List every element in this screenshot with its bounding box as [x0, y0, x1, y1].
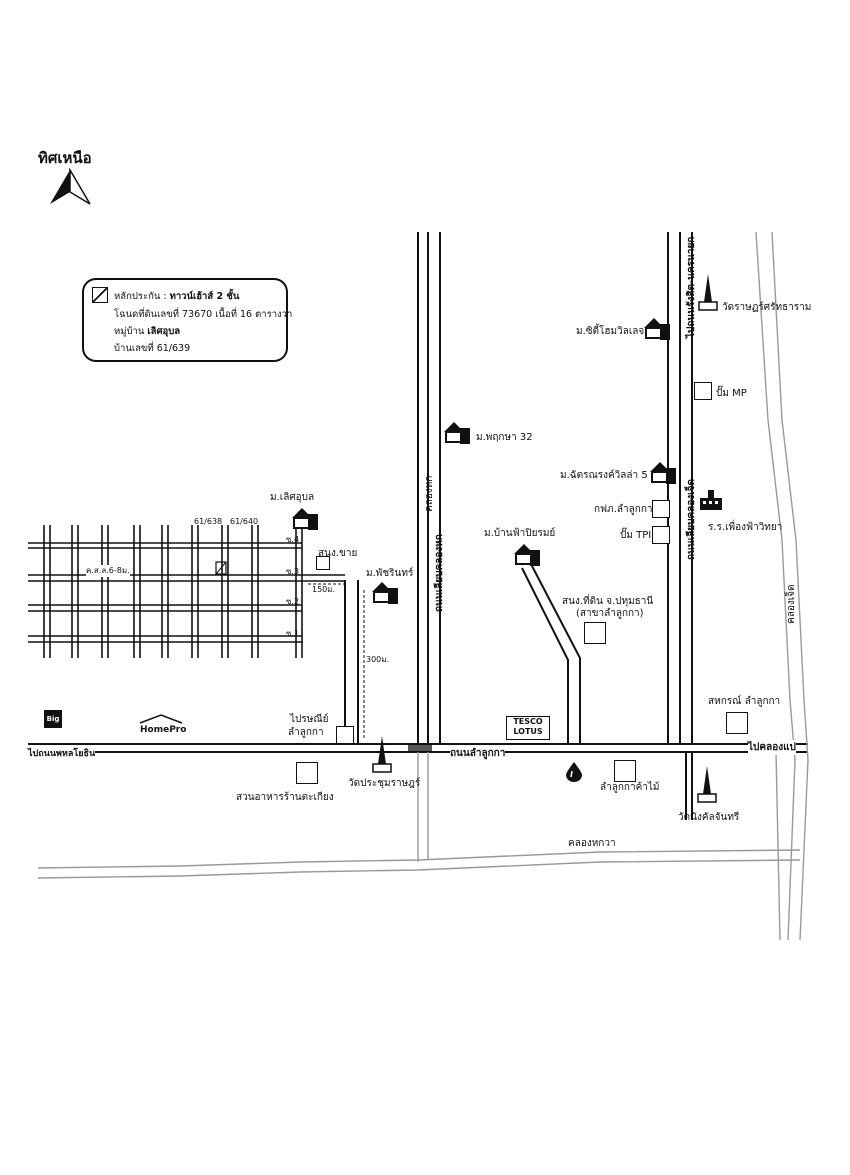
estate-grid [28, 525, 345, 658]
label-plot-b: 61/640 [230, 517, 259, 526]
label-m-chatsarong: ม.ฉัตรณรงค์วิลล่า 5 [560, 470, 648, 481]
collateral-swatch-icon [92, 287, 108, 303]
house-estate-icon [650, 462, 676, 484]
temple-icon [698, 274, 718, 311]
canals [37, 231, 809, 941]
label-market: ลำลูกกาค้าไม้ [600, 782, 660, 793]
north-arrow-icon [50, 168, 91, 205]
deed-text: โฉนดที่ดินเลขที่ 73670 เนื้อที่ 16 ตาราง… [114, 309, 293, 320]
temple-icon [372, 736, 392, 773]
label-restaurant: สวนอาหารร้านตะเกียง [236, 792, 334, 803]
label-soi-1: ซ.1 [286, 629, 300, 638]
place-box-cooperative [726, 712, 748, 734]
north-label: ทิศเหนือ [38, 149, 92, 167]
tesco-line-2: LOTUS [513, 727, 543, 736]
legend-box: หลักประกัน : ทาวน์เฮ้าส์ 2 ชั้น โฉนดที่ด… [82, 278, 292, 362]
house-estate-icon [372, 582, 398, 604]
house-number-text: บ้านเลขที่ 61/639 [114, 343, 191, 354]
place-box-post-office [336, 726, 354, 744]
label-soi-2: ซ.2 [286, 597, 300, 606]
road-label-left: ไปถนนพหลโยธิน [28, 746, 96, 760]
house-estate-icon [292, 508, 318, 530]
label-m-patcharin: ม.พัชรินทร์ [366, 568, 414, 579]
label-wat-nangkhan: วัดนังคัลจันทรี [678, 812, 740, 823]
label-pump-tpi: ปั๊ม TPI [620, 530, 652, 541]
label-pea: กฟภ.ลำลูกกา [594, 504, 653, 515]
road-label-klong6: ถนนเลียบคลองหก [434, 534, 445, 612]
house-estate-icon [514, 544, 540, 566]
place-box-pea [652, 500, 670, 518]
place-box-land-office [584, 622, 606, 644]
tesco-lotus-logo: TESCO LOTUS [506, 716, 550, 740]
place-box-market [614, 760, 636, 782]
place-box-sales-office [316, 556, 330, 570]
subject-plot-marker [215, 561, 227, 575]
house-estate-icon [444, 422, 470, 444]
label-school: ร.ร.เพื่องฟ้าวิทยา [708, 522, 783, 533]
label-post-office-1: ไปรษณีย์ [290, 714, 329, 725]
collateral-value: ทาวน์เฮ้าส์ 2 ชั้น [169, 291, 240, 302]
label-soi-3: ซ.3 [286, 567, 300, 576]
village-value: เลิศอุบล [147, 326, 181, 337]
road-label-right: ไปคลองแป [748, 740, 796, 755]
label-road-width: ค.ส.ล.6-8ม. [86, 565, 130, 577]
label-sales-office: สนง.ขาย [318, 548, 358, 559]
label-m-pruksa: ม.พฤกษา 32 [476, 432, 533, 443]
label-distance-300: 300ม. [366, 655, 390, 664]
road-label-center: ถนนลำลูกกา [450, 746, 506, 761]
label-land-office: สนง.ที่ดิน จ.ปทุมธานี [562, 596, 654, 607]
house-estate-icon [644, 318, 670, 340]
place-box-restaurant [296, 762, 318, 784]
temple-icon [697, 766, 717, 803]
homepro-roof-icon [139, 714, 183, 724]
label-m-ban-fah: ม.บ้านฟ้าปิยรมย์ [484, 528, 556, 539]
ban-fah-road-right [531, 565, 581, 744]
fuel-drop-icon [566, 762, 582, 782]
canal-label-7: คลองเจ็ด [786, 584, 797, 624]
road-label-klong7: ถนนเลียบคลองเจ็ด [686, 479, 697, 560]
canal-label-hokwa: คลองหกวา [568, 838, 616, 849]
tesco-line-1: TESCO [513, 717, 543, 726]
label-city-home-village: ม.ซิตี้โฮมวิลเลจ [576, 326, 645, 337]
place-box-pump-mp [694, 382, 712, 400]
collateral-label: หลักประกัน : [114, 291, 167, 302]
canal-label-6: คลองหก [424, 475, 435, 512]
label-soi-4: ซ.4 [286, 535, 300, 544]
ban-fah-road-left [521, 567, 569, 744]
label-distance-150: 150ม. [312, 585, 336, 594]
place-box-pump-tpi [652, 526, 670, 544]
homepro-logo: HomePro [140, 725, 187, 735]
label-land-office-branch: (สาขาลำลูกกา) [576, 608, 644, 619]
label-m-lertubon: ม.เลิศอุบล [270, 492, 315, 503]
label-plot-a: 61/638 [194, 517, 223, 526]
village-label: หมู่บ้าน [114, 326, 145, 337]
label-wat-ratsattharam: วัดราษฏร์ศรัทธาราม [722, 302, 812, 313]
label-wat-prachum: วัดประชุมราษฎร์ [348, 778, 421, 789]
school-icon [700, 490, 722, 510]
label-cooperative: สหกรณ์ ลำลูกกา [708, 696, 781, 707]
label-post-office-2: ลำลูกกา [288, 727, 324, 738]
label-pump-mp: ปั๊ม MP [716, 388, 747, 399]
bigc-logo: Big C [44, 710, 62, 741]
junction-marker [408, 745, 432, 751]
